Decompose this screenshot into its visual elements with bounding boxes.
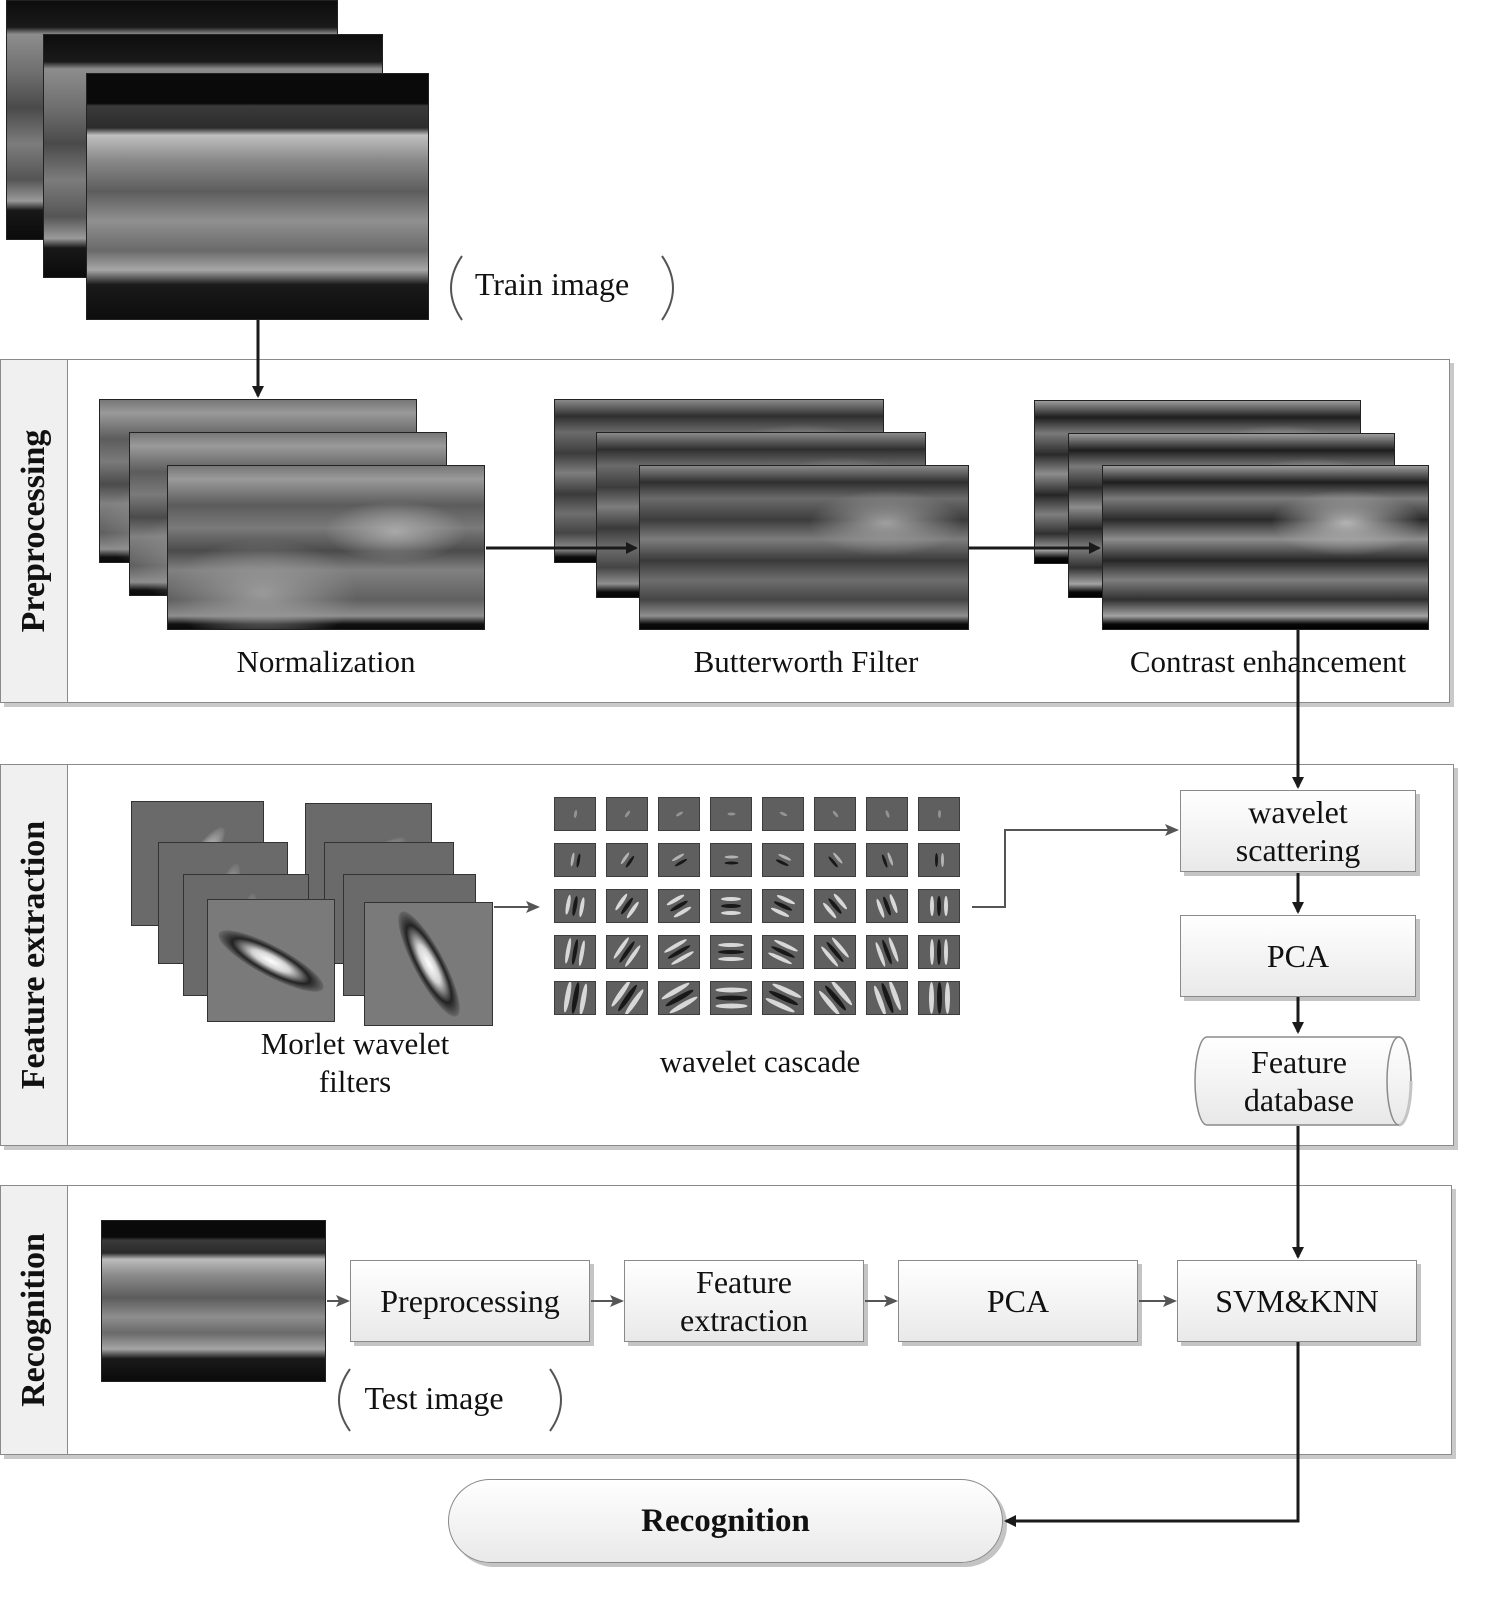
- pca-box: PCA: [1180, 915, 1416, 997]
- recognition-side-bar: Recognition: [1, 1186, 68, 1454]
- feature-extraction-line1: Feature: [696, 1264, 792, 1300]
- cascade-cell: [866, 889, 908, 923]
- butterworth-image-1: [639, 465, 969, 630]
- wavelet-cascade-grid: [554, 797, 964, 1019]
- normalization-label: Normalization: [236, 644, 416, 679]
- cascade-cell: [918, 935, 960, 969]
- cascade-cell: [554, 843, 596, 877]
- cascade-cell: [710, 843, 752, 877]
- train-bracket-icon: [450, 255, 674, 321]
- cascade-cell: [918, 797, 960, 831]
- wavelet-scattering-line2: scattering: [1235, 832, 1361, 868]
- feature-database-line1: Feature: [1251, 1044, 1347, 1080]
- cascade-cell: [762, 935, 804, 969]
- morlet-label-line2: filters: [318, 1064, 392, 1099]
- butterworth-label: Butterworth Filter: [693, 644, 919, 679]
- cascade-cell: [710, 935, 752, 969]
- morlet-tile: [364, 902, 493, 1026]
- cascade-cell: [762, 981, 804, 1015]
- cascade-cell: [554, 889, 596, 923]
- cascade-cell: [762, 797, 804, 831]
- train-image-1: [86, 73, 429, 320]
- cascade-cell: [762, 889, 804, 923]
- cascade-cell: [866, 981, 908, 1015]
- wavelet-scattering-box: wavelet scattering: [1180, 790, 1416, 872]
- cascade-cell: [710, 889, 752, 923]
- cascade-cell: [658, 935, 700, 969]
- database-icon: [1194, 1036, 1413, 1127]
- cascade-cell: [866, 843, 908, 877]
- feature-database-cylinder: Feature database: [1187, 1034, 1421, 1128]
- morlet-label-line1: Morlet wavelet: [260, 1026, 450, 1061]
- feature-extraction-title: Feature extraction: [15, 820, 52, 1090]
- cascade-cell: [658, 889, 700, 923]
- cascade-cell: [814, 889, 856, 923]
- cascade-cell: [866, 935, 908, 969]
- cascade-cell: [658, 843, 700, 877]
- preprocessing-title: Preprocessing: [15, 429, 52, 633]
- test-image-label: Test image: [332, 1366, 568, 1434]
- contrast-image-1: [1102, 465, 1429, 630]
- test-bracket-icon: [338, 1368, 562, 1432]
- normalization-image-1: [167, 465, 485, 630]
- cascade-cell: [814, 981, 856, 1015]
- cascade-cell: [554, 797, 596, 831]
- recognition-pca-box: PCA: [898, 1260, 1138, 1342]
- cascade-cell: [710, 797, 752, 831]
- cascade-cell: [918, 843, 960, 877]
- cascade-cell: [918, 981, 960, 1015]
- morlet-tile: [207, 899, 335, 1022]
- cascade-cell: [814, 843, 856, 877]
- cascade-cell: [606, 797, 648, 831]
- train-image-label: Train image: [444, 252, 680, 324]
- feature-database-line2: database: [1243, 1082, 1355, 1118]
- cascade-cell: [866, 797, 908, 831]
- cascade-cell: [606, 843, 648, 877]
- cascade-cell: [762, 843, 804, 877]
- cascade-cell: [658, 981, 700, 1015]
- cascade-cell: [710, 981, 752, 1015]
- cascade-cell: [658, 797, 700, 831]
- wavelet-scattering-line1: wavelet: [1248, 794, 1348, 830]
- cascade-cell: [814, 935, 856, 969]
- recognition-feature-extraction-box: Feature extraction: [624, 1260, 864, 1342]
- cascade-cell: [554, 935, 596, 969]
- contrast-label: Contrast enhancement: [1129, 644, 1407, 679]
- wavelet-cascade-label: wavelet cascade: [659, 1044, 861, 1079]
- preprocessing-side-bar: Preprocessing: [1, 360, 68, 702]
- train-label-text: Train image: [474, 266, 630, 302]
- cascade-cell: [554, 981, 596, 1015]
- cascade-cell: [814, 797, 856, 831]
- cascade-cell: [606, 981, 648, 1015]
- cascade-cell: [606, 935, 648, 969]
- feature-extraction-line2: extraction: [680, 1302, 808, 1338]
- test-image: [101, 1220, 326, 1382]
- test-label-text: Test image: [364, 1380, 504, 1416]
- recognition-preprocessing-box: Preprocessing: [350, 1260, 590, 1342]
- recognition-result-terminal: Recognition: [448, 1479, 1003, 1563]
- recognition-title: Recognition: [15, 1233, 52, 1407]
- cascade-cell: [606, 889, 648, 923]
- feature-extraction-side-bar: Feature extraction: [1, 765, 68, 1145]
- svm-knn-box: SVM&KNN: [1177, 1260, 1417, 1342]
- cascade-cell: [918, 889, 960, 923]
